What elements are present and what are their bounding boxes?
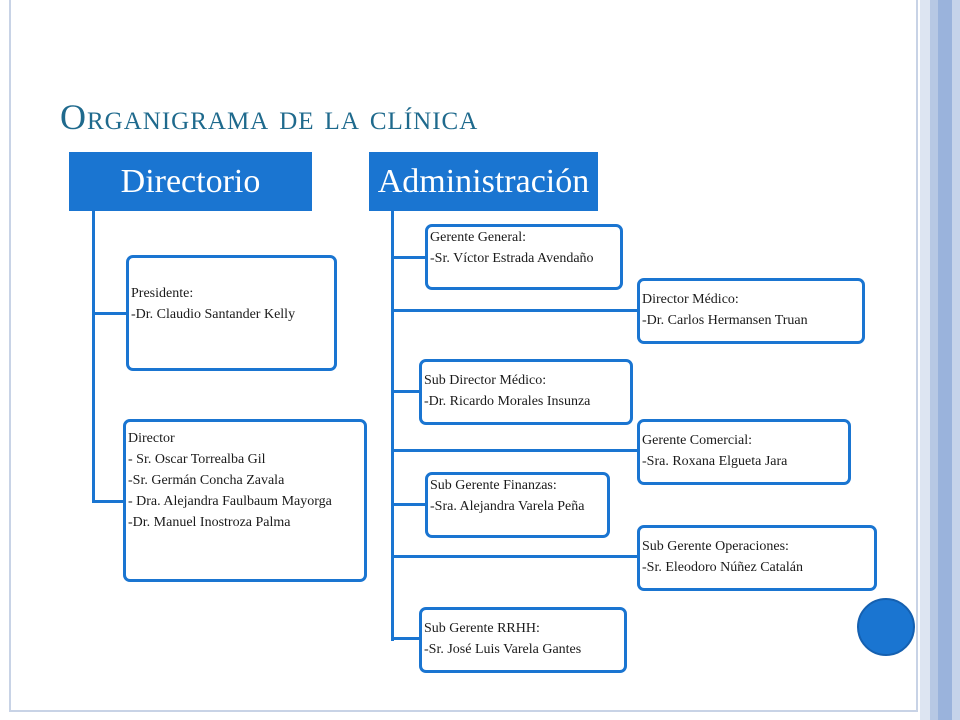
slide-title: Organigrama de la clínica xyxy=(60,97,479,137)
slide-frame xyxy=(9,0,918,712)
director-member-3: - Dra. Alejandra Faulbaum Mayorga xyxy=(128,494,332,509)
directorio-connector-2 xyxy=(92,500,126,503)
gerente-comercial-name: -Sra. Roxana Elgueta Jara xyxy=(642,454,788,469)
director-box: Director - Sr. Oscar Torrealba Gil -Sr. … xyxy=(123,419,367,582)
sub-gerente-operaciones-box: Sub Gerente Operaciones: -Sr. Eleodoro N… xyxy=(637,525,877,591)
presidente-name: -Dr. Claudio Santander Kelly xyxy=(131,307,296,322)
sub-gerente-rrhh-name: -Sr. José Luis Varela Gantes xyxy=(424,642,582,657)
directorio-connector-vertical xyxy=(92,211,95,503)
sub-gerente-operaciones-role: Sub Gerente Operaciones: xyxy=(642,539,789,554)
director-member-2: -Sr. Germán Concha Zavala xyxy=(128,473,285,488)
director-member-1: - Sr. Oscar Torrealba Gil xyxy=(128,452,266,467)
sub-gerente-operaciones-name: -Sr. Eleodoro Núñez Catalán xyxy=(642,560,803,575)
sub-director-medico-box: Sub Director Médico: -Dr. Ricardo Morale… xyxy=(419,359,633,425)
administracion-connector-7 xyxy=(391,637,419,640)
administracion-connector-2 xyxy=(391,309,638,312)
sub-director-medico-role: Sub Director Médico: xyxy=(424,373,547,388)
director-role: Director xyxy=(128,431,175,446)
presidente-box: Presidente: -Dr. Claudio Santander Kelly xyxy=(126,255,337,371)
administracion-connector-3 xyxy=(391,390,419,393)
decorative-circle xyxy=(857,598,915,656)
gerente-comercial-role: Gerente Comercial: xyxy=(642,433,753,448)
gerente-general-name: -Sr. Víctor Estrada Avendaño xyxy=(430,251,594,266)
administracion-connector-6 xyxy=(391,555,638,558)
administracion-connector-4 xyxy=(391,449,638,452)
side-stripe-4 xyxy=(952,0,960,720)
directorio-connector-1 xyxy=(92,312,126,315)
sub-gerente-finanzas-box: Sub Gerente Finanzas: -Sra. Alejandra Va… xyxy=(425,472,610,538)
administracion-connector-1 xyxy=(391,256,425,259)
presidente-role: Presidente: xyxy=(131,286,194,301)
sub-gerente-finanzas-name: -Sra. Alejandra Varela Peña xyxy=(430,499,585,514)
side-stripe-1 xyxy=(920,0,930,720)
administracion-header: Administración xyxy=(369,152,598,211)
director-medico-box: Director Médico: -Dr. Carlos Hermansen T… xyxy=(637,278,865,344)
directorio-header: Directorio xyxy=(69,152,312,211)
gerente-general-box: Gerente General: -Sr. Víctor Estrada Ave… xyxy=(425,224,623,290)
administracion-connector-vertical xyxy=(391,211,394,641)
sub-director-medico-name: -Dr. Ricardo Morales Insunza xyxy=(424,394,591,409)
administracion-connector-5 xyxy=(391,503,425,506)
director-medico-role: Director Médico: xyxy=(642,292,739,307)
gerente-general-role: Gerente General: xyxy=(430,230,526,245)
sub-gerente-rrhh-box: Sub Gerente RRHH: -Sr. José Luis Varela … xyxy=(419,607,627,673)
director-member-4: -Dr. Manuel Inostroza Palma xyxy=(128,515,291,530)
sub-gerente-rrhh-role: Sub Gerente RRHH: xyxy=(424,621,540,636)
side-stripe-2 xyxy=(930,0,938,720)
gerente-comercial-box: Gerente Comercial: -Sra. Roxana Elgueta … xyxy=(637,419,851,485)
sub-gerente-finanzas-role: Sub Gerente Finanzas: xyxy=(430,478,557,493)
side-stripe-3 xyxy=(938,0,952,720)
director-medico-name: -Dr. Carlos Hermansen Truan xyxy=(642,313,808,328)
